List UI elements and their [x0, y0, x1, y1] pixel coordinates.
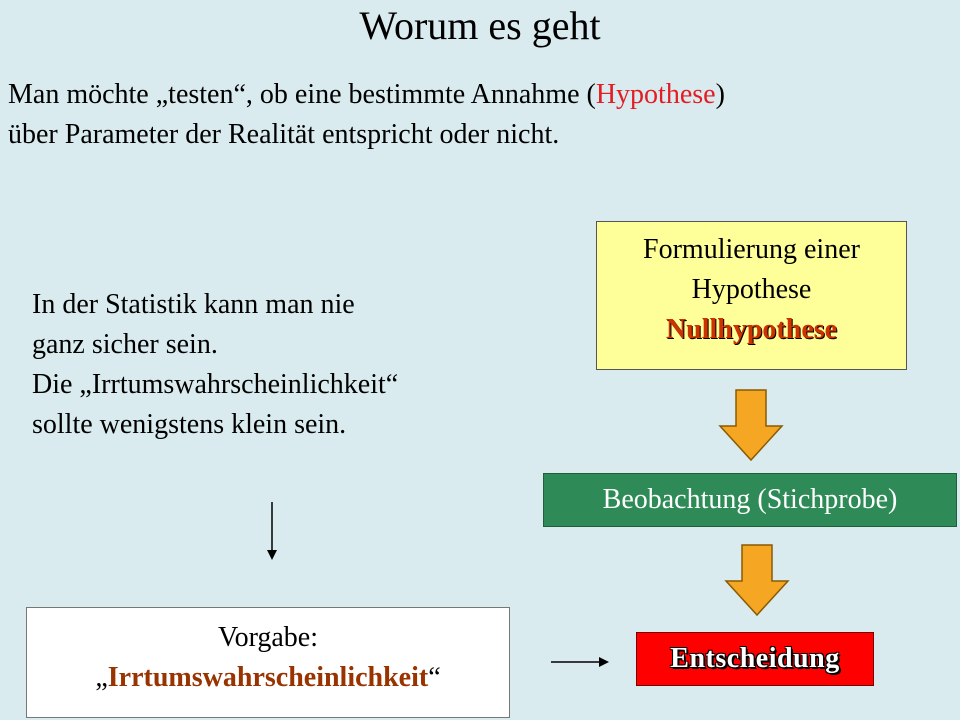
hypothesis-box: Formulierung einer Hypothese Nullhypothe… [596, 221, 907, 370]
note-line: sollte wenigstens klein sein. [32, 409, 347, 440]
intro-line-1-end: ) [715, 79, 725, 110]
intro-text: Man möchte „testen“, ob eine bestimmte A… [8, 75, 958, 155]
intro-line-1: Man möchte „testen“, ob eine bestimmte A… [8, 75, 958, 115]
thin-arrow-right [551, 657, 609, 667]
hypothesis-highlight: Hypothese [595, 79, 716, 110]
uncertainty-note: In der Statistik kann man nie ganz siche… [32, 285, 532, 445]
decision-box: Entscheidung [636, 632, 874, 686]
error-probability-term: Irrtumswahrscheinlichkeit [107, 662, 429, 693]
observation-box: Beobachtung (Stichprobe) [543, 473, 957, 527]
quote-close: “ [428, 662, 441, 693]
specification-term: „Irrtumswahrscheinlichkeit“ [27, 658, 509, 698]
note-line: In der Statistik kann man nie [32, 289, 355, 320]
hypothesis-box-line-1: Formulierung einer [643, 234, 860, 265]
flow-arrow-down-1 [718, 389, 784, 462]
note-line: ganz sicher sein. [32, 329, 218, 360]
decision-label: Entscheidung [670, 643, 840, 674]
note-line: Die „Irrtumswahrscheinlichkeit“ [32, 369, 399, 400]
thin-arrow-down [267, 502, 277, 560]
intro-line-2: über Parameter der Realität entspricht o… [8, 119, 560, 150]
null-hypothesis-label: Nullhypothese [665, 314, 838, 345]
intro-line-1-start: Man möchte „testen“, ob eine bestimmte A… [8, 79, 596, 110]
specification-box: Vorgabe: „Irrtumswahrscheinlichkeit“ [26, 607, 510, 718]
flow-arrow-down-2 [724, 544, 790, 617]
hypothesis-box-line-2: Hypothese [691, 274, 812, 305]
specification-label: Vorgabe: [217, 622, 319, 653]
page-title: Worum es geht [359, 3, 601, 48]
quote-open: „ [95, 662, 108, 693]
